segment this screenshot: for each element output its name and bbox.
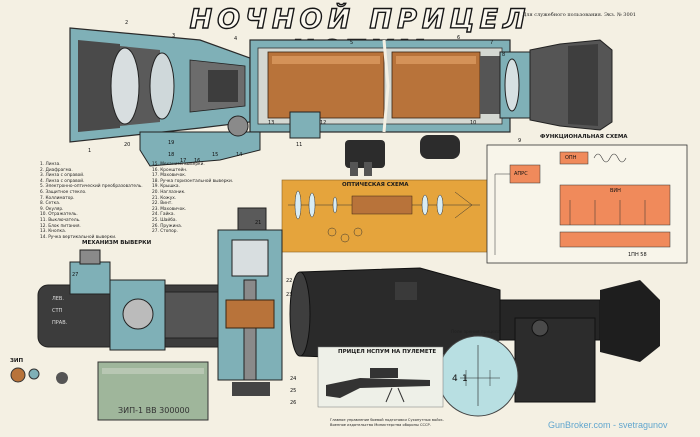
legend-item: 6. Защитное стекло. bbox=[40, 189, 87, 195]
callout-3: 3 bbox=[172, 33, 176, 39]
legend-item: 19. Крышка. bbox=[152, 184, 180, 190]
scope-exterior bbox=[289, 267, 660, 403]
legend-item: 16. Кронштейн. bbox=[152, 167, 188, 173]
legend-item: 21. Кожух. bbox=[152, 195, 177, 201]
functional-scheme-panel bbox=[486, 144, 688, 264]
legend-item: 2. Диафрагма. bbox=[40, 167, 73, 173]
callout-16: 16 bbox=[194, 158, 201, 164]
legend-item: 3. Линза с оправой. bbox=[40, 173, 85, 179]
mech-prav: ПРАВ. bbox=[52, 320, 68, 326]
callout-10: 10 bbox=[470, 120, 477, 126]
callout-23: 23 bbox=[286, 292, 293, 298]
legend-left: 1. Линза. 2. Диафрагма. 3. Линза с оправ… bbox=[40, 162, 152, 240]
bottom-credits: Главное управление боевой подготовки Сух… bbox=[330, 418, 444, 427]
callout-12: 12 bbox=[320, 120, 327, 126]
callout-9: 9 bbox=[518, 138, 522, 144]
optical-scheme-label: ОПТИЧЕСКАЯ СХЕМА bbox=[342, 182, 409, 188]
legend-item: 8. Сетка. bbox=[40, 201, 61, 207]
mechanism-label: МЕХАНИЗМ ВЫВЕРКИ bbox=[82, 240, 152, 246]
zip-kit bbox=[10, 361, 209, 421]
func-vin-label: ВИН bbox=[610, 188, 621, 194]
reticle-num-1: 1 bbox=[462, 374, 468, 384]
callout-24: 24 bbox=[290, 376, 297, 382]
legend-item: 27. Стопор. bbox=[152, 229, 178, 235]
optical-scheme-panel bbox=[281, 179, 488, 253]
legend-item: 23. Маховичок. bbox=[152, 206, 187, 212]
watermark: GunBroker.com - svetragunov bbox=[548, 420, 668, 430]
legend-item: 5. Электронно-оптический преобразователь… bbox=[40, 184, 143, 190]
legend-item: 18. Ручка горизонтальной выверки. bbox=[152, 178, 234, 184]
func-aprs-label: АПРС bbox=[514, 171, 528, 177]
field-of-view bbox=[437, 335, 519, 417]
vertical-section bbox=[217, 207, 283, 396]
legend-item: 15. Механизм выверки. bbox=[152, 162, 205, 167]
legend-item: 20. Наглазник. bbox=[152, 189, 186, 195]
callout-8: 8 bbox=[502, 52, 506, 58]
zip-label: ЗИП bbox=[10, 358, 24, 364]
callout-18: 18 bbox=[168, 152, 175, 158]
legend-item: 17. Маховичок. bbox=[152, 173, 187, 179]
callout-17: 17 bbox=[180, 158, 187, 164]
callout-5: 5 bbox=[350, 40, 354, 46]
callout-11: 11 bbox=[296, 142, 303, 148]
legend-item: 11. Выключатель. bbox=[40, 217, 81, 223]
field-of-view-label: Поле зрения прицела bbox=[451, 330, 501, 335]
callout-21: 21 bbox=[255, 220, 262, 226]
callout-15: 15 bbox=[212, 152, 219, 158]
callout-27: 27 bbox=[72, 272, 79, 278]
legend-right: 15. Механизм выверки. 16. Кронштейн. 17.… bbox=[152, 162, 272, 235]
objective-barrel bbox=[69, 27, 251, 143]
callout-25: 25 bbox=[290, 388, 297, 394]
callout-2: 2 bbox=[125, 20, 129, 26]
func-opn-label: ОПН bbox=[565, 155, 577, 161]
legend-item: 7. Коллиматор. bbox=[40, 195, 75, 201]
legend-item: 14. Ручка вертикальной выверки. bbox=[40, 234, 117, 240]
callout-14: 14 bbox=[236, 152, 243, 158]
legend-item: 25. Шайба. bbox=[152, 217, 177, 223]
legend-item: 10. Отражатель. bbox=[40, 212, 78, 218]
callout-13: 13 bbox=[268, 120, 275, 126]
mech-stp: СТП bbox=[52, 308, 63, 314]
callout-22: 22 bbox=[286, 278, 293, 284]
callout-7: 7 bbox=[490, 40, 494, 46]
mech-lev: ЛЕВ. bbox=[52, 296, 64, 302]
legend-item: 9. Окуляр. bbox=[40, 206, 64, 212]
callout-26: 26 bbox=[290, 400, 297, 406]
machinegun-silhouette bbox=[317, 346, 444, 408]
legend-item: 1. Линза. bbox=[40, 162, 61, 167]
func-bottom-label: 1ПН 58 bbox=[628, 252, 647, 258]
functional-scheme-label: ФУНКЦИОНАЛЬНАЯ СХЕМА bbox=[540, 134, 628, 140]
adjustment-mechanism bbox=[37, 249, 229, 351]
callout-4: 4 bbox=[234, 36, 238, 42]
zip-box-text: ЗИП-1 ВВ 300000 bbox=[118, 406, 190, 415]
legend-item: 26. Пружина. bbox=[152, 223, 183, 229]
eyepiece bbox=[499, 39, 613, 131]
lower-mount bbox=[139, 111, 460, 176]
main-body bbox=[249, 39, 511, 133]
legend-item: 12. Блок питания. bbox=[40, 223, 81, 229]
reticle-num-4: 4 bbox=[452, 374, 458, 384]
mounted-label: ПРИЦЕЛ НСПУМ НА ПУЛЕМЕТЕ bbox=[338, 349, 437, 355]
legend-item: 13. Кнопка. bbox=[40, 229, 67, 235]
callout-1: 1 bbox=[88, 148, 92, 154]
callout-20: 20 bbox=[124, 142, 131, 148]
callout-19: 19 bbox=[168, 140, 175, 146]
legend-item: 24. Гайка. bbox=[152, 212, 175, 218]
legend-item: 4. Линза с оправой. bbox=[40, 178, 85, 184]
classification-note: Для служебного пользования. Экз. № 3001 bbox=[522, 12, 636, 18]
legend-item: 22. Винт. bbox=[152, 201, 173, 207]
callout-6: 6 bbox=[457, 35, 461, 41]
